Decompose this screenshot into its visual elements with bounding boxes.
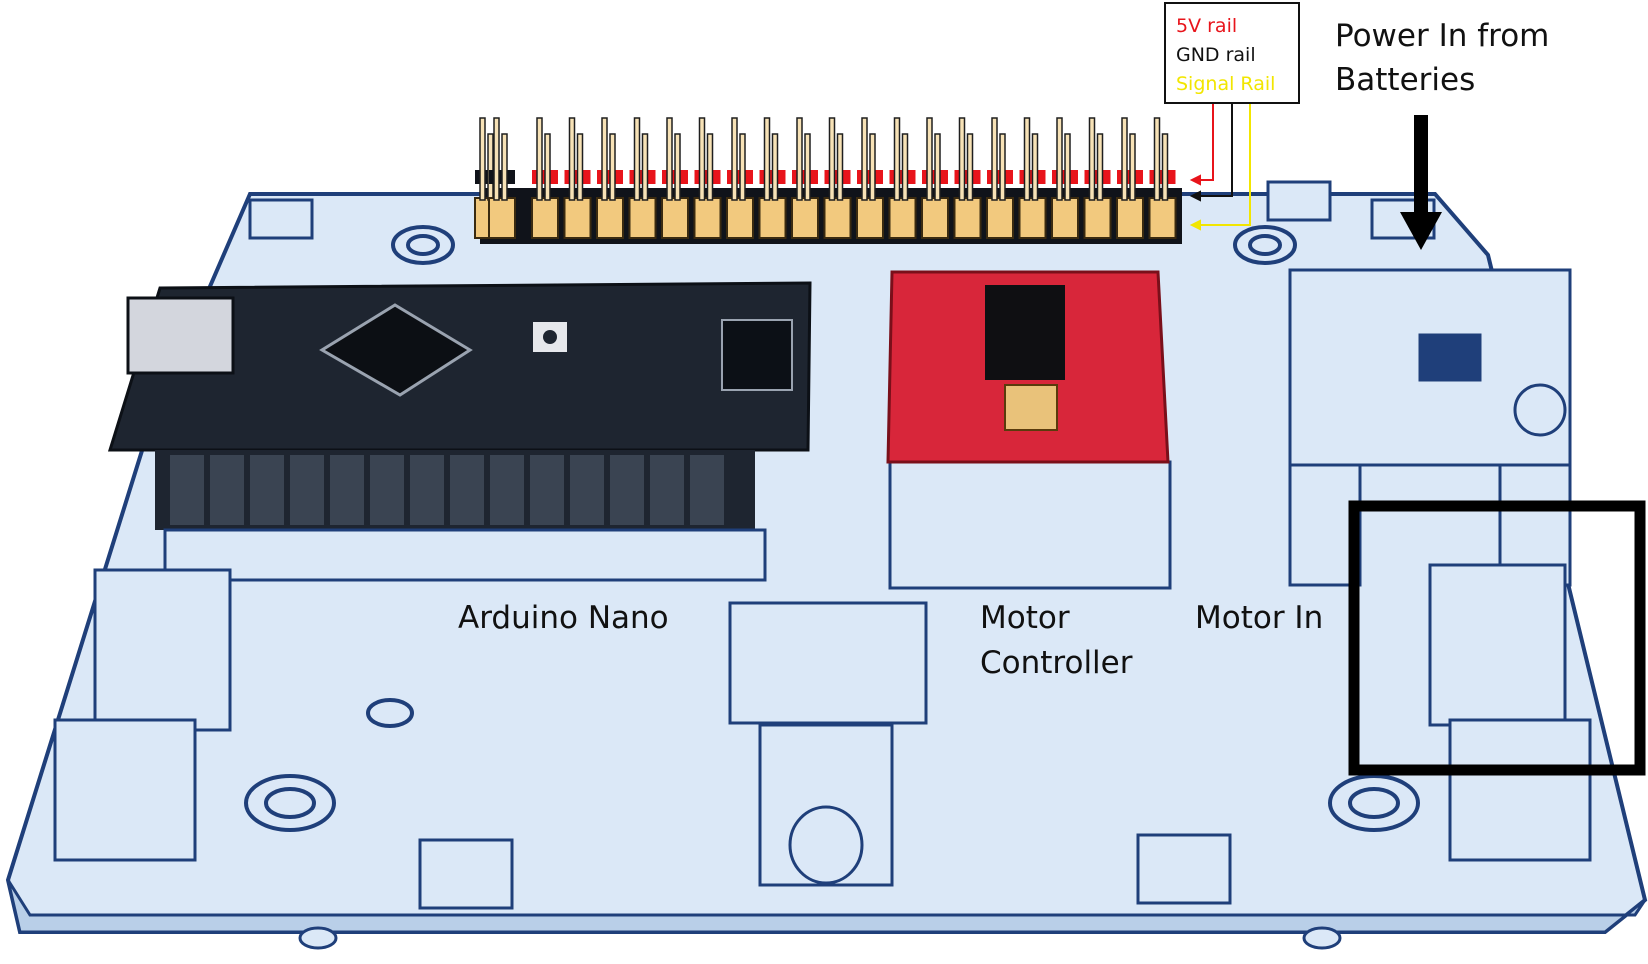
legend-signal: Signal Rail — [1176, 70, 1288, 99]
header-pin-cap — [825, 198, 851, 238]
header-pin — [1163, 134, 1168, 200]
header-pin — [1155, 118, 1160, 200]
header-pin — [992, 118, 997, 200]
label-arduino-nano: Arduino Nano — [458, 596, 669, 640]
header-pin-cap — [1052, 198, 1078, 238]
label-motor-controller-2: Controller — [980, 641, 1133, 685]
header-pin-cap — [955, 198, 981, 238]
header-pin — [830, 118, 835, 200]
label-power-in-1: Power In from — [1335, 14, 1549, 58]
header-pin — [667, 118, 672, 200]
header-pin — [1122, 118, 1127, 200]
motor-controller-board — [888, 272, 1170, 588]
header-pin — [1065, 134, 1070, 200]
header-pin-cap — [662, 198, 688, 238]
header-pin — [1033, 134, 1038, 200]
header-pin-cap — [489, 198, 515, 238]
header-pin-cap — [1117, 198, 1143, 238]
header-pin — [578, 134, 583, 200]
label-motor-in: Motor In — [1195, 596, 1323, 640]
header-pin-cap — [922, 198, 948, 238]
board-foot-right — [1304, 928, 1340, 948]
arduino-nano — [110, 283, 810, 580]
header-pin — [740, 134, 745, 200]
top-left-switch — [250, 200, 312, 238]
header-pin-cap — [727, 198, 753, 238]
header-pin — [870, 134, 875, 200]
header-pin — [643, 134, 648, 200]
header-pin-cap — [532, 198, 558, 238]
header-pin — [935, 134, 940, 200]
header-pin — [927, 118, 932, 200]
header-pin — [675, 134, 680, 200]
header-pin — [708, 134, 713, 200]
header-pins — [475, 118, 1176, 238]
board-foot-left — [300, 928, 336, 948]
rail-legend: 5V rail GND rail Signal Rail — [1164, 2, 1300, 104]
header-pin — [895, 118, 900, 200]
legend-5v: 5V rail — [1176, 12, 1288, 41]
header-pin — [773, 134, 778, 200]
header-pin — [1057, 118, 1062, 200]
header-pin — [1130, 134, 1135, 200]
header-pin — [494, 118, 499, 200]
header-pin — [862, 118, 867, 200]
header-pin-cap — [1085, 198, 1111, 238]
label-motor-controller-1: Motor — [980, 596, 1070, 640]
header-pin-cap — [565, 198, 591, 238]
header-pin — [502, 134, 507, 200]
header-pin-cap — [630, 198, 656, 238]
header-pin-cap — [987, 198, 1013, 238]
bottom-chip-right — [1138, 835, 1230, 903]
header-pin — [903, 134, 908, 200]
header-pin — [1098, 134, 1103, 200]
header-pin-cap — [1150, 198, 1176, 238]
header-pin — [732, 118, 737, 200]
header-pin-cap — [890, 198, 916, 238]
header-pin — [480, 118, 485, 200]
header-pin — [537, 118, 542, 200]
header-pin — [700, 118, 705, 200]
legend-gnd: GND rail — [1176, 41, 1288, 70]
header-pin-cap — [1020, 198, 1046, 238]
header-pin — [488, 134, 493, 200]
header-pin — [805, 134, 810, 200]
header-pin — [602, 118, 607, 200]
header-pin-cap — [857, 198, 883, 238]
header-pin — [635, 118, 640, 200]
header-pin-cap — [760, 198, 786, 238]
label-power-in-2: Batteries — [1335, 58, 1475, 102]
bottom-chip-left — [420, 840, 512, 908]
header-pin-cap — [597, 198, 623, 238]
header-pin — [545, 134, 550, 200]
motor-connector-right — [1430, 565, 1590, 860]
header-pin-cap — [695, 198, 721, 238]
header-pin — [1090, 118, 1095, 200]
header-pin — [960, 118, 965, 200]
reset-button — [1268, 182, 1330, 220]
header-pin — [765, 118, 770, 200]
header-pin-cap — [792, 198, 818, 238]
header-pin — [838, 134, 843, 200]
header-pin — [1000, 134, 1005, 200]
header-pin — [1025, 118, 1030, 200]
header-pin — [570, 118, 575, 200]
header-pin — [968, 134, 973, 200]
header-pin — [610, 134, 615, 200]
header-pin — [797, 118, 802, 200]
